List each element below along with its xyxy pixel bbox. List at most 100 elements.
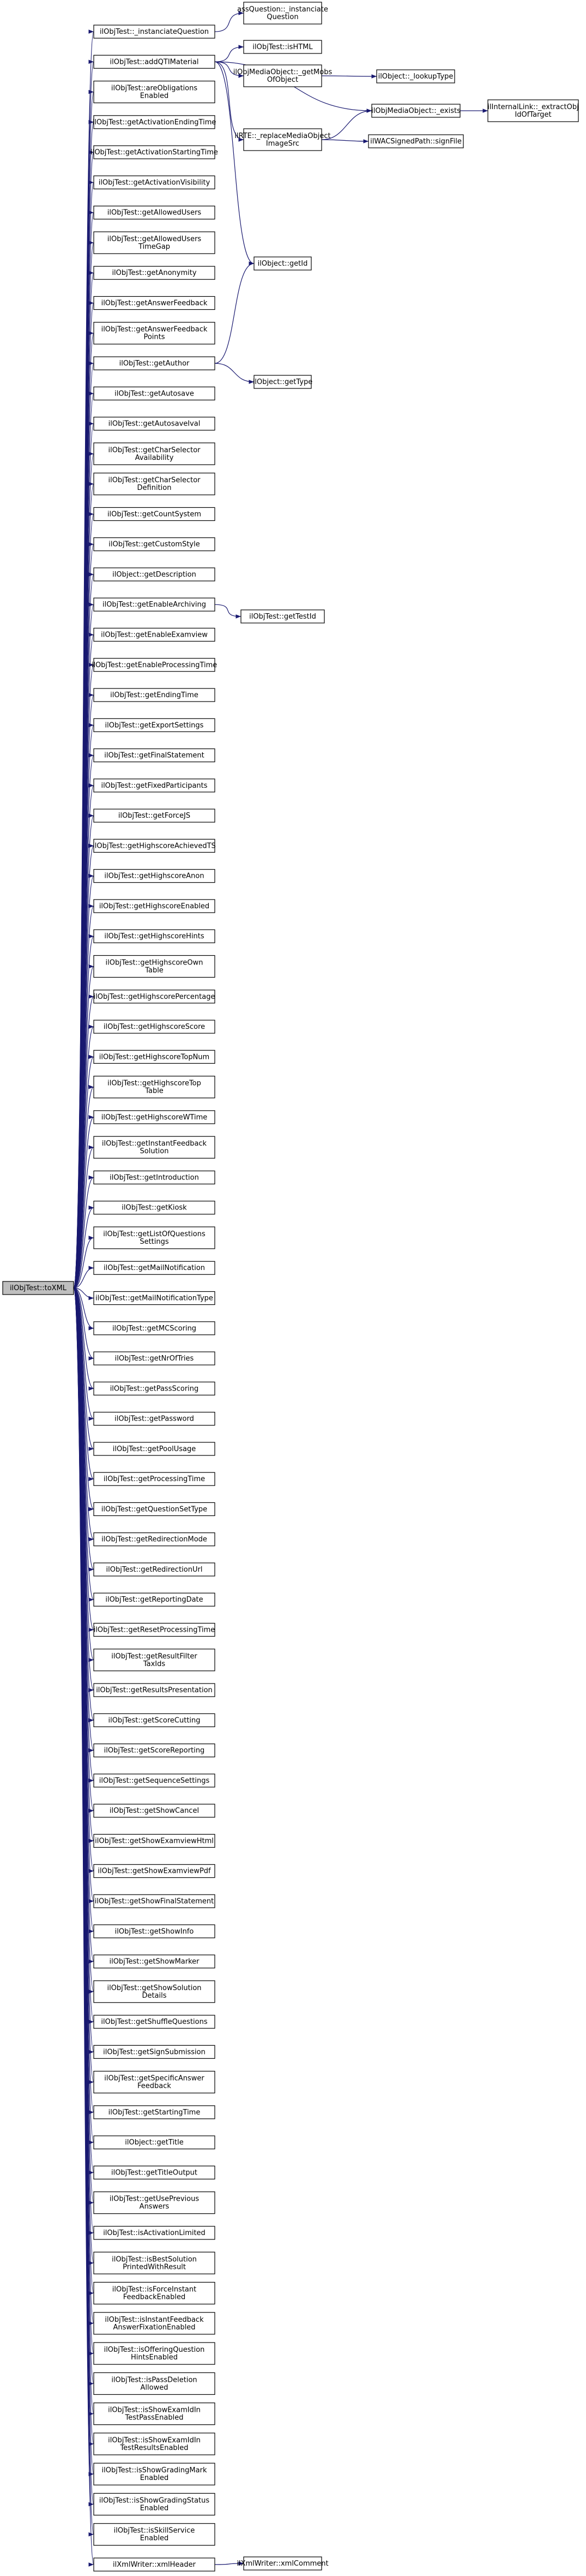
node-ilobjtest-getnroftries[interactable]: ilObjTest::getNrOfTries xyxy=(93,1351,215,1365)
node-ilobjtest-getautosave[interactable]: ilObjTest::getAutosave xyxy=(93,386,215,400)
node-ilobjtest-getprocessingtime[interactable]: ilObjTest::getProcessingTime xyxy=(93,1472,215,1486)
node-ilxmlwriter-xmlcomment[interactable]: ilXmlWriter::xmlComment xyxy=(237,2556,329,2571)
node-ilobjtest-toxml[interactable]: ilObjTest::toXML xyxy=(2,1281,74,1295)
node-ilobject-getid[interactable]: ilObject::getId xyxy=(253,256,312,271)
node-ilobjtest-gethighscorewtime[interactable]: ilObjTest::getHighscoreWTime xyxy=(93,1110,215,1124)
node-ilobjtest-getcountsystem[interactable]: ilObjTest::getCountSystem xyxy=(93,507,215,521)
node-ilobjtest-getmailnotificationtype[interactable]: ilObjTest::getMailNotificationType xyxy=(93,1291,215,1305)
node-assquestion-instanciate-question[interactable]: assQuestion::_instanciateQuestion xyxy=(237,2,328,25)
node-ilobjtest-getautosaveival[interactable]: ilObjTest::getAutosaveIval xyxy=(93,416,215,431)
node-ilobjtest-getenablearchiving[interactable]: ilObjTest::getEnableArchiving xyxy=(93,597,215,612)
node-ilobjtest-ishtml[interactable]: ilObjTest::isHTML xyxy=(243,40,322,54)
node-ilobjtest-getshowmarker[interactable]: ilObjTest::getShowMarker xyxy=(93,1954,215,1969)
node-ilobjtest-getenableprocessingtime[interactable]: ilObjTest::getEnableProcessingTime xyxy=(92,658,218,672)
node-box xyxy=(93,567,215,582)
node-ilobjtest-isinstantfeedback-answerfixationenabled[interactable]: ilObjTest::isInstantFeedbackAnswerFixati… xyxy=(93,2312,215,2335)
node-ilobjtest-getshowexamviewhtml[interactable]: ilObjTest::getShowExamviewHtml xyxy=(93,1834,215,1848)
node-ilobjtest-getfinalstatement[interactable]: ilObjTest::getFinalStatement xyxy=(93,748,215,763)
node-ilobjtest-getredirectionmode[interactable]: ilObjTest::getRedirectionMode xyxy=(93,1532,215,1547)
node-ilobjtest-gettitleoutput[interactable]: ilObjTest::getTitleOutput xyxy=(93,2165,215,2180)
node-ilobjtest-getexportsettings[interactable]: ilObjTest::getExportSettings xyxy=(93,718,215,732)
node-ilobjtest-getshowfinalstatement[interactable]: ilObjTest::getShowFinalStatement xyxy=(93,1894,215,1908)
node-ilobjtest-getactivationendingtime[interactable]: ilObjTest::getActivationEndingTime xyxy=(93,115,216,129)
node-ilobjtest-gethighscoreachievedts[interactable]: ilObjTest::getHighscoreAchievedTS xyxy=(93,838,216,853)
node-ilobjtest-getquestionsettype[interactable]: ilObjTest::getQuestionSetType xyxy=(93,1502,215,1517)
node-ilobjtest-isbestsolution-printedwithresult[interactable]: ilObjTest::isBestSolutionPrintedWithResu… xyxy=(93,2251,215,2274)
node-ilobjtest-getkiosk[interactable]: ilObjTest::getKiosk xyxy=(93,1201,215,1215)
node-ilobjtest-getcustomstyle[interactable]: ilObjTest::getCustomStyle xyxy=(93,537,215,552)
node-ilobject-gettitle[interactable]: ilObject::getTitle xyxy=(93,2135,215,2149)
node-ilobjtest-getshufflequestions[interactable]: ilObjTest::getShuffleQuestions xyxy=(93,2015,215,2029)
node-ilobjtest-getshowinfo[interactable]: ilObjTest::getShowInfo xyxy=(93,1924,215,1938)
node-ilobjtest-getsequencesettings[interactable]: ilObjTest::getSequenceSettings xyxy=(93,1774,215,1788)
node-ilobjtest-gethighscorehints[interactable]: ilObjTest::getHighscoreHints xyxy=(93,929,215,943)
node-ilobjtest-getshowexamviewpdf[interactable]: ilObjTest::getShowExamviewPdf xyxy=(93,1864,215,1878)
node-ilobjtest-getauthor[interactable]: ilObjTest::getAuthor xyxy=(93,356,215,370)
node-ilobjtest-getpoolusage[interactable]: ilObjTest::getPoolUsage xyxy=(93,1442,215,1456)
node-ilxmlwriter-xmlheader[interactable]: ilXmlWriter::xmlHeader xyxy=(93,2557,215,2572)
node-ilobjtest-isshowexamidin-testresultsenabled[interactable]: ilObjTest::isShowExamIdInTestResultsEnab… xyxy=(93,2433,215,2455)
node-ilobjtest-gettestid[interactable]: ilObjTest::getTestId xyxy=(240,609,325,624)
node-ilobjtest-getpassscoring[interactable]: ilObjTest::getPassScoring xyxy=(93,1381,215,1395)
node-ilobjtest-getsignsubmission[interactable]: ilObjTest::getSignSubmission xyxy=(93,2045,215,2059)
node-ilobjtest-getintroduction[interactable]: ilObjTest::getIntroduction xyxy=(93,1170,215,1185)
node-ilobject-lookuptype[interactable]: ilObject::_lookupType xyxy=(376,69,455,83)
node-ilobjtest-getfixedparticipants[interactable]: ilObjTest::getFixedParticipants xyxy=(93,778,215,793)
node-ilobjtest-getactivationstartingtime[interactable]: ilObjTest::getActivationStartingTime xyxy=(90,145,218,159)
node-ilobjtest-gethighscoreenabled[interactable]: ilObjTest::getHighscoreEnabled xyxy=(93,899,215,913)
node-ilobjtest-instanciatequestion[interactable]: ilObjTest::_instanciateQuestion xyxy=(93,25,215,39)
node-ilobject-gettype[interactable]: ilObject::getType xyxy=(253,375,313,389)
node-ilobjtest-getforcejs[interactable]: ilObjTest::getForceJS xyxy=(93,808,215,823)
node-ilobjtest-gethighscorescore[interactable]: ilObjTest::getHighscoreScore xyxy=(93,1020,215,1034)
node-ilobjtest-isofferingquestion-hintsenabled[interactable]: ilObjTest::isOfferingQuestionHintsEnable… xyxy=(93,2342,215,2365)
node-ilobjtest-getanswerfeedback[interactable]: ilObjTest::getAnswerFeedback xyxy=(93,296,215,310)
node-ilobjtest-getreportingdate[interactable]: ilObjTest::getReportingDate xyxy=(93,1592,215,1607)
node-ilobjtest-getresetprocessingtime[interactable]: ilObjTest::getResetProcessingTime xyxy=(93,1622,215,1637)
node-ilobjtest-getpassword[interactable]: ilObjTest::getPassword xyxy=(93,1411,215,1426)
node-ilobject-getdescription[interactable]: ilObject::getDescription xyxy=(93,567,215,582)
node-ilobjtest-getscorereporting[interactable]: ilObjTest::getScoreReporting xyxy=(93,1744,215,1758)
node-ilobjtest-gethighscoretopnum[interactable]: ilObjTest::getHighscoreTopNum xyxy=(93,1050,215,1064)
node-box xyxy=(93,658,215,672)
node-ilobjtest-gethighscorepercentage[interactable]: ilObjTest::getHighscorePercentage xyxy=(93,990,215,1004)
node-ilwacsignedpath-signfile[interactable]: ilWACSignedPath::signFile xyxy=(368,134,464,148)
node-ilobjtest-addqtimaterial[interactable]: ilObjTest::addQTIMaterial xyxy=(93,55,215,69)
node-ilobjtest-getallowedusers[interactable]: ilObjTest::getAllowedUsers xyxy=(93,206,215,220)
node-ilobjtest-getmcscoring[interactable]: ilObjTest::getMCScoring xyxy=(93,1321,215,1335)
node-ilobjtest-getresultspresentation[interactable]: ilObjTest::getResultsPresentation xyxy=(93,1683,215,1697)
node-ilobjtest-getenableexamview[interactable]: ilObjTest::getEnableExamview xyxy=(93,627,215,642)
node-ilobjtest-isactivationlimited[interactable]: ilObjTest::isActivationLimited xyxy=(93,2226,215,2240)
node-ilobjtest-gethighscoreanon[interactable]: ilObjTest::getHighscoreAnon xyxy=(93,869,215,883)
node-ilobjtest-getredirectionurl[interactable]: ilObjTest::getRedirectionUrl xyxy=(93,1562,215,1577)
node-ilobjtest-getstartingtime[interactable]: ilObjTest::getStartingTime xyxy=(93,2105,215,2119)
node-ilobjtest-getendingtime[interactable]: ilObjTest::getEndingTime xyxy=(93,688,215,702)
node-ilobjtest-getshowcancel[interactable]: ilObjTest::getShowCancel xyxy=(93,1804,215,1818)
node-ilobjtest-getanonymity[interactable]: ilObjTest::getAnonymity xyxy=(93,266,215,280)
node-ilobjtest-getscorecutting[interactable]: ilObjTest::getScoreCutting xyxy=(93,1713,215,1727)
node-ilobjmediaobject-exists[interactable]: ilObjMediaObject::_exists xyxy=(371,104,461,118)
node-ilobjtest-getmailnotification[interactable]: ilObjTest::getMailNotification xyxy=(93,1261,215,1275)
node-ilobjtest-getactivationvisibility[interactable]: ilObjTest::getActivationVisibility xyxy=(93,175,215,189)
